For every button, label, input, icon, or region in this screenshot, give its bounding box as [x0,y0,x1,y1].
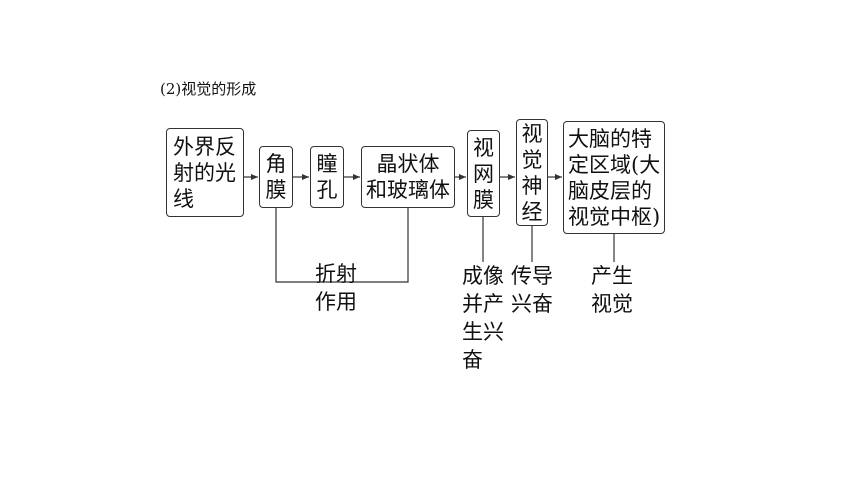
cornea-box: 角 膜 [259,146,293,208]
visual-cortex-box: 大脑的特 定区域(大 脑皮层的 视觉中枢) [563,121,665,234]
external-light-box: 外界反 射的光 线 [166,128,244,217]
refraction-note: 折射 作用 [315,262,357,314]
retina-box: 视 网 膜 [467,130,500,217]
retina-function-note: 成像 并产 生兴 奋 [462,264,504,372]
cortex-function-note: 产生 视觉 [591,264,633,316]
nerve-function-note: 传导 兴奋 [511,264,553,316]
section-heading: (2)视觉的形成 [160,80,257,98]
optic-nerve-box: 视 觉 神 经 [516,119,548,226]
refraction-bracket [275,208,409,283]
pupil-box: 瞳 孔 [310,146,344,208]
lens-vitreous-box: 晶状体 和玻璃体 [361,146,455,208]
